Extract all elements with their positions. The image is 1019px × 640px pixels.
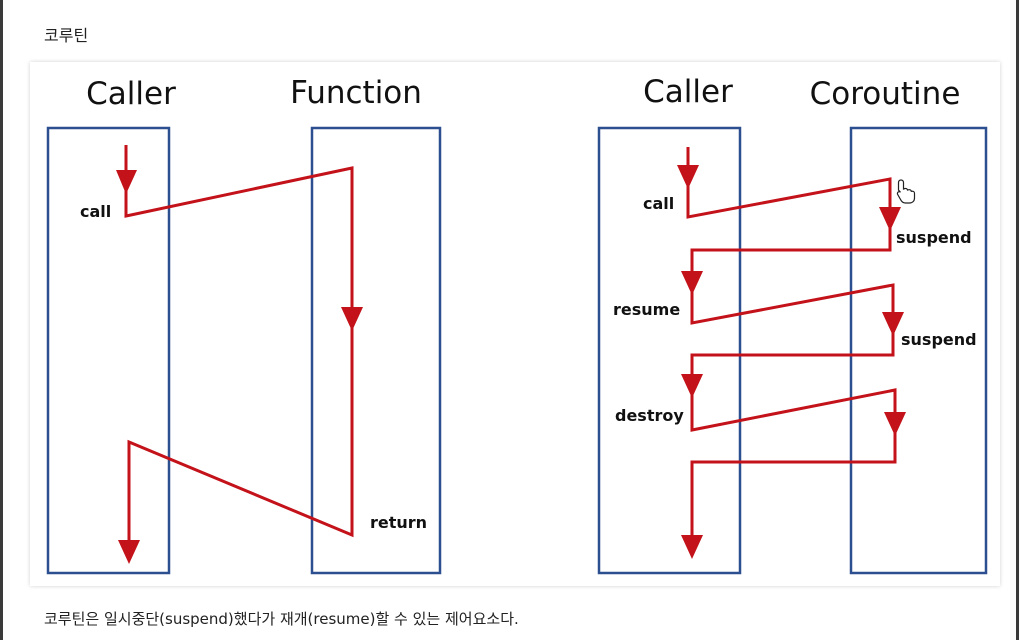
page-title: 코루틴 (44, 26, 89, 45)
destroy-label: destroy (615, 406, 684, 425)
left-flow (116, 145, 363, 564)
left-call-label: call (80, 202, 111, 221)
right-caller-lane (597, 126, 742, 575)
right-arrowhead-call (677, 165, 699, 189)
figure-frame (30, 62, 1000, 586)
function-title: Function (290, 75, 422, 111)
right-arrowhead-suspend-2 (882, 312, 904, 336)
coroutine-diagram: Caller Function call return Caller Corou… (46, 74, 988, 575)
hand-cursor-icon (896, 179, 916, 204)
left-caller-title: Caller (86, 76, 176, 112)
coroutine-title: Coroutine (810, 76, 961, 112)
right-arrowhead-resume (681, 271, 703, 295)
left-arrowhead-end (118, 540, 140, 564)
left-arrowhead-call (116, 170, 137, 194)
window-edge-right (1016, 0, 1019, 640)
resume-label: resume (613, 300, 680, 319)
left-arrowhead-function (341, 307, 363, 331)
right-caller-title: Caller (643, 74, 733, 110)
function-lane (310, 126, 442, 575)
suspend-label-2: suspend (901, 330, 977, 349)
suspend-label-1: suspend (896, 228, 972, 247)
right-call-label: call (643, 194, 674, 213)
window-edge-left (0, 0, 3, 640)
right-flow (677, 147, 906, 559)
coroutine-lane (849, 126, 988, 575)
left-flow-line (124, 145, 354, 545)
right-arrowhead-destroy (681, 374, 703, 398)
right-flow-line (686, 147, 897, 548)
right-arrowhead-suspend-1 (879, 207, 901, 231)
return-label: return (370, 513, 427, 532)
right-arrowhead-end (681, 535, 703, 559)
right-arrowhead-coroutine-end (884, 412, 906, 436)
figure-caption: 코루틴은 일시중단(suspend)했다가 재개(resume)할 수 있는 제… (44, 610, 519, 628)
left-caller-lane (46, 126, 171, 575)
